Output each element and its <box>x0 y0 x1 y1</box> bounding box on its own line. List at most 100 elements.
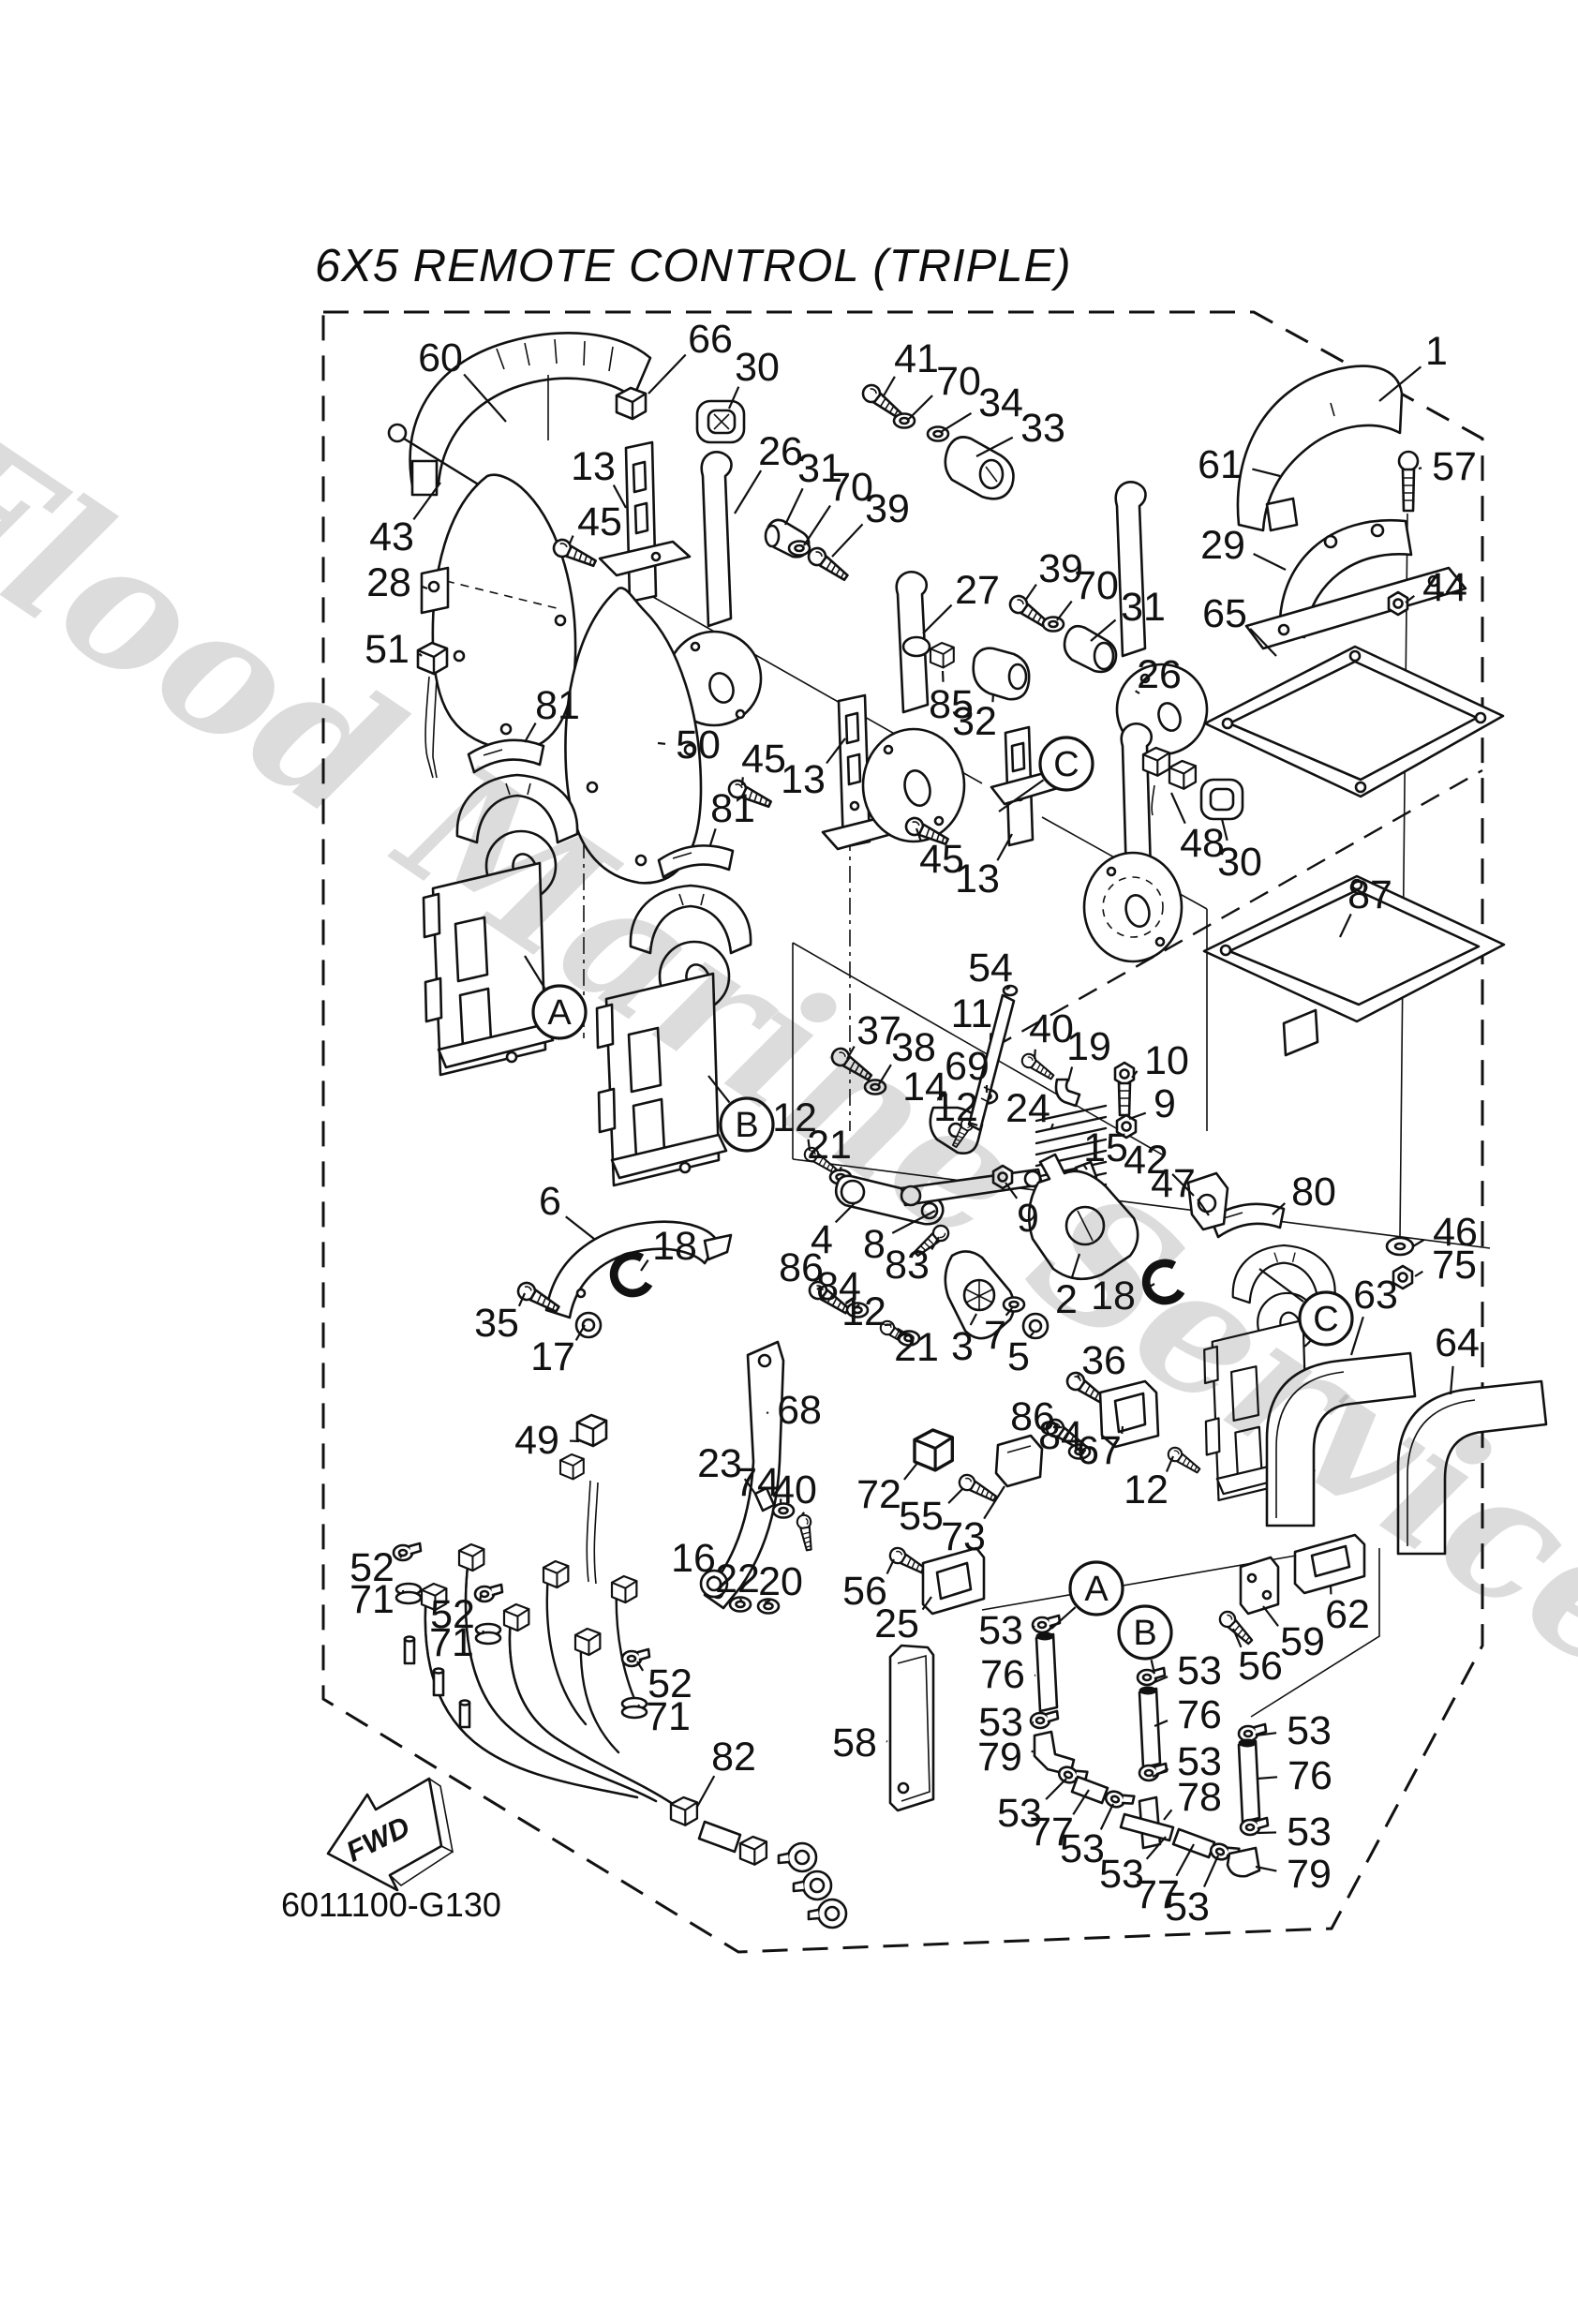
leader-letter-B <box>707 1075 731 1104</box>
sticker-80 <box>1209 1202 1286 1239</box>
leader-73 <box>983 1485 1005 1520</box>
leader-43 <box>412 482 441 521</box>
leader-76 <box>1154 1720 1169 1728</box>
grommet-71c <box>620 1696 648 1720</box>
callout-23: 23 <box>697 1441 742 1486</box>
callout-53: 53 <box>1060 1826 1105 1871</box>
clamp-52b <box>473 1583 504 1603</box>
callout-70: 70 <box>936 359 981 404</box>
callout-55: 55 <box>899 1494 944 1539</box>
leader-18 <box>1144 1283 1155 1290</box>
leader-57 <box>1418 467 1422 470</box>
callout-70: 70 <box>828 465 873 510</box>
leader-61 <box>1252 468 1281 478</box>
callout-53: 53 <box>1287 1708 1332 1753</box>
ref-letter-C: C <box>1313 1300 1338 1339</box>
callout-44: 44 <box>1422 565 1467 610</box>
screw-57 <box>1397 450 1420 513</box>
callout-52: 52 <box>350 1545 394 1590</box>
callout-26: 26 <box>758 429 803 474</box>
leader-48 <box>1169 792 1186 825</box>
bushing-31b <box>1063 624 1118 674</box>
leader-52 <box>398 1554 403 1558</box>
callout-9: 9 <box>1154 1081 1176 1126</box>
callout-58: 58 <box>832 1721 877 1765</box>
callout-12: 12 <box>841 1289 886 1334</box>
leader-59 <box>1262 1605 1279 1627</box>
leader-72 <box>903 1461 919 1481</box>
callout-81: 81 <box>710 786 755 831</box>
leader-52 <box>479 1595 483 1602</box>
grommet-30a <box>695 399 746 444</box>
callout-21: 21 <box>894 1325 939 1370</box>
leader-78 <box>1163 1809 1173 1821</box>
arm-4 <box>834 1174 945 1226</box>
leader-9 <box>1128 1111 1147 1121</box>
callout-74: 74 <box>735 1460 780 1505</box>
leader-70 <box>1056 600 1073 621</box>
callout-53: 53 <box>1177 1648 1222 1693</box>
callout-48: 48 <box>1180 821 1225 866</box>
callout-57: 57 <box>1432 444 1477 489</box>
callout-47: 47 <box>1151 1161 1196 1206</box>
bushing-16 <box>699 1569 729 1599</box>
leader-53 <box>1203 1855 1220 1888</box>
callout-79: 79 <box>977 1735 1022 1780</box>
leader-13 <box>826 737 846 765</box>
callout-83: 83 <box>885 1243 930 1288</box>
leader-46 <box>1412 1238 1425 1247</box>
switch-panel-25 <box>921 1546 986 1616</box>
rod-11 <box>967 984 1019 1132</box>
leader-23 <box>743 1478 756 1495</box>
callout-78: 78 <box>1177 1775 1222 1820</box>
leader-77 <box>1175 1843 1195 1877</box>
leader-25 <box>921 1596 932 1611</box>
callout-76: 76 <box>1177 1692 1222 1737</box>
callout-81: 81 <box>535 683 580 728</box>
callout-50: 50 <box>676 723 721 767</box>
handle-grip-60 <box>409 332 652 497</box>
callout-56: 56 <box>1238 1644 1283 1689</box>
callout-87: 87 <box>1347 872 1392 917</box>
callout-71: 71 <box>429 1620 474 1665</box>
callout-86: 86 <box>1010 1394 1055 1439</box>
ref-letter-B: B <box>1133 1614 1156 1653</box>
callout-18: 18 <box>1091 1274 1136 1318</box>
connector-49 <box>558 1413 608 1585</box>
leader-30 <box>727 386 740 410</box>
callout-35: 35 <box>474 1301 519 1346</box>
leader-37 <box>846 1045 856 1060</box>
callout-62: 62 <box>1325 1592 1370 1637</box>
callout-60: 60 <box>418 335 463 380</box>
callout-77: 77 <box>1029 1810 1074 1855</box>
leader-12 <box>807 1139 811 1152</box>
callout-84: 84 <box>1038 1413 1083 1458</box>
tube-kit <box>1029 1614 1270 1878</box>
callout-17: 17 <box>530 1334 575 1379</box>
callout-13: 13 <box>571 444 616 489</box>
leader-31 <box>784 487 804 526</box>
connector-82 <box>669 1795 768 1866</box>
switch-cube-66 <box>615 386 648 421</box>
wire-harness <box>392 1542 848 1929</box>
clamp-bracket-63 <box>1265 1351 1417 1527</box>
ref-circle-B <box>1117 1604 1173 1661</box>
disc-plate-c1 <box>861 727 966 843</box>
leader-67 <box>1121 1425 1124 1435</box>
leader-8 <box>891 1210 936 1234</box>
grommet-30b <box>1199 778 1244 821</box>
leader-86 <box>816 1286 822 1290</box>
diagram-code: 6011100-G130 <box>281 1885 501 1924</box>
ref-letter-A: A <box>1084 1570 1109 1609</box>
leader-58 <box>886 1740 888 1743</box>
page-title: 6X5 REMOTE CONTROL (TRIPLE) <box>315 241 1072 291</box>
leader-12 <box>1165 1455 1175 1472</box>
callout-26: 26 <box>1137 652 1182 697</box>
relay-72 <box>913 1428 954 1472</box>
leader-20 <box>764 1599 771 1603</box>
leader-83 <box>930 1236 940 1251</box>
callout-80: 80 <box>1291 1169 1336 1214</box>
callout-38: 38 <box>891 1025 936 1070</box>
leader-30 <box>1220 818 1228 842</box>
leader-85 <box>941 670 945 682</box>
